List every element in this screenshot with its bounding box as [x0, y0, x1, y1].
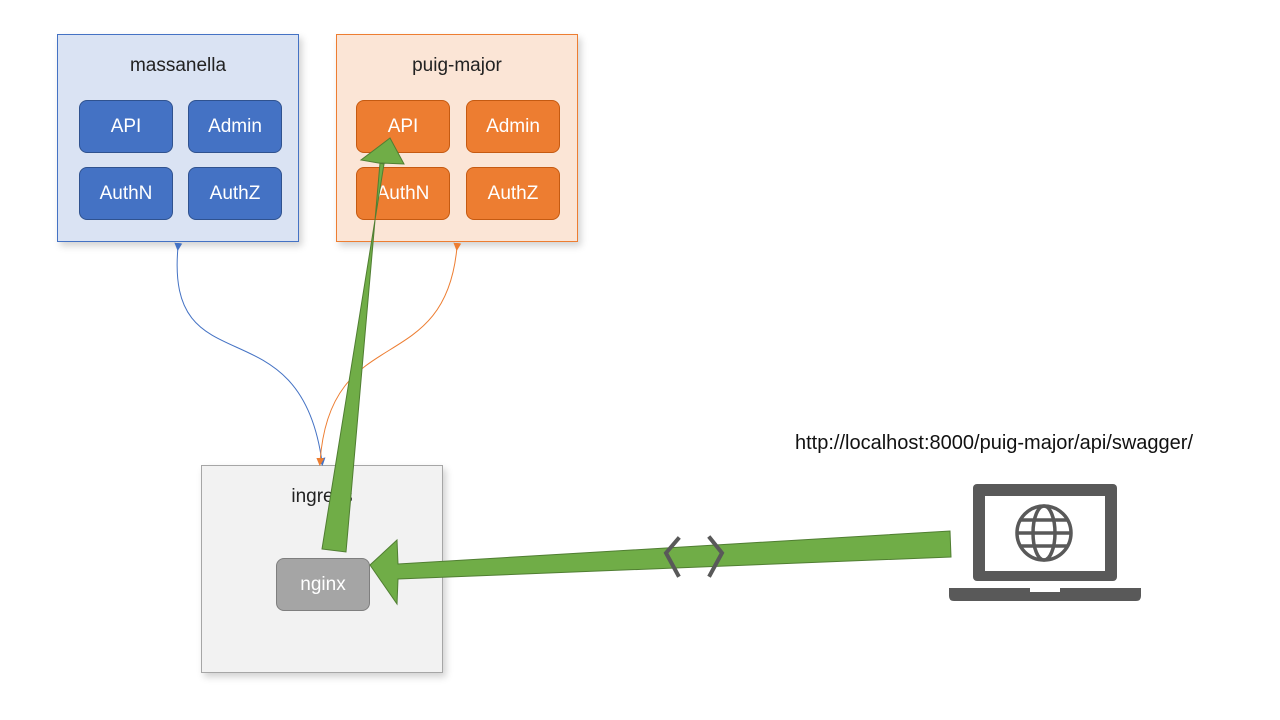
globe-icon	[1015, 504, 1073, 562]
nginx-service[interactable]: nginx	[276, 558, 370, 611]
puig-major-admin-service[interactable]: Admin	[466, 100, 560, 153]
massanella-cluster: massanella API Admin AuthN AuthZ	[57, 34, 299, 242]
puig-major-api-service[interactable]: API	[356, 100, 450, 153]
massanella-api-service[interactable]: API	[79, 100, 173, 153]
massanella-authn-service[interactable]: AuthN	[79, 167, 173, 220]
massanella-admin-service[interactable]: Admin	[188, 100, 282, 153]
client-url-label: http://localhost:8000/puig-major/api/swa…	[795, 432, 1194, 454]
massanella-authz-service[interactable]: AuthZ	[188, 167, 282, 220]
laptop-globe-icon[interactable]	[949, 484, 1141, 601]
puig-major-authn-service[interactable]: AuthN	[356, 167, 450, 220]
code-brackets-icon	[663, 535, 725, 578]
massanella-ingress-connector	[174, 242, 326, 466]
puig-major-ingress-connector	[316, 242, 462, 466]
puig-major-authz-service[interactable]: AuthZ	[466, 167, 560, 220]
puig-major-title: puig-major	[412, 55, 502, 76]
request-arrow-to-puig-major-api	[321, 137, 405, 553]
massanella-title: massanella	[129, 55, 227, 76]
request-arrow-to-nginx	[369, 530, 952, 606]
puig-major-cluster: puig-major API Admin AuthN AuthZ	[336, 34, 578, 242]
